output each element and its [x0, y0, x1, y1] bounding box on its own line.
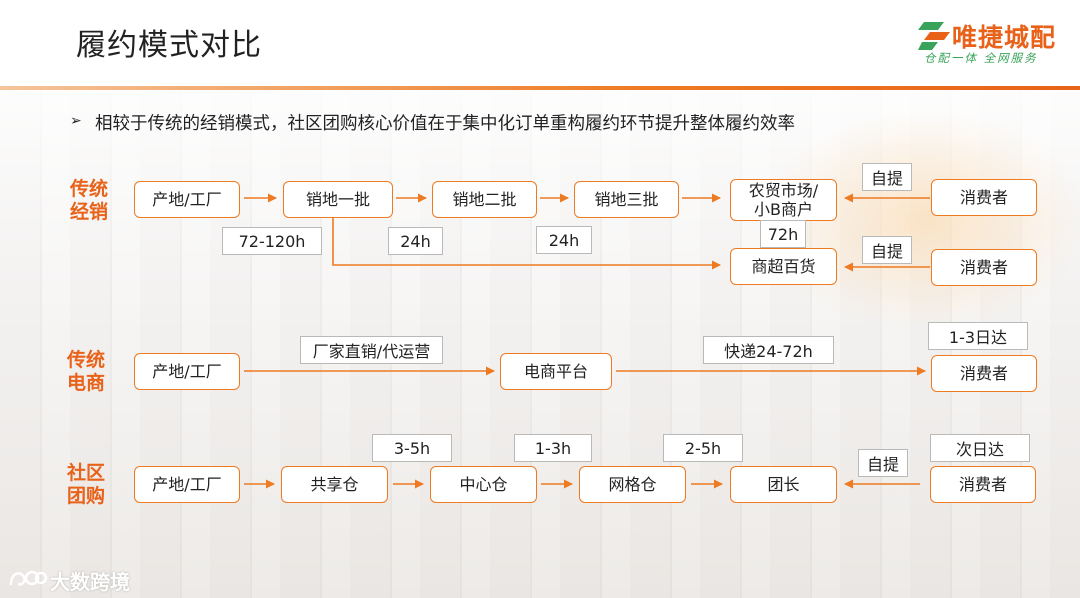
watermark-text: 大数跨境	[50, 570, 130, 594]
logo-mark-icon	[918, 22, 950, 50]
tag-delivery-time: 次日达	[930, 434, 1030, 462]
node-farmers-market: 农贸市场/ 小B商户	[730, 179, 837, 221]
watermark-logo-icon	[9, 570, 48, 586]
tag-delivery-time: 1-3日达	[928, 322, 1028, 350]
node-supermarket: 商超百货	[730, 248, 837, 285]
tag-duration: 24h	[536, 226, 592, 254]
header-bar: 履约模式对比 唯捷城配 仓配一体 全网服务	[0, 0, 1080, 86]
bullet-text: 相较于传统的经销模式，社区团购核心价值在于集中化订单重构履约环节提升整体履约效率	[95, 114, 795, 134]
tag-duration: 2-5h	[663, 434, 743, 462]
bullet-arrow-icon: ➢	[70, 113, 82, 129]
header-accent-line	[0, 86, 1080, 90]
tag-duration: 快递24-72h	[703, 336, 834, 364]
node-first-wholesaler: 销地一批	[283, 181, 393, 218]
node-group-leader: 团长	[730, 466, 837, 503]
node-consumer: 消费者	[930, 466, 1036, 503]
row-label-community-group-buying: 社区 团购	[66, 462, 105, 507]
tag-duration: 24h	[388, 227, 443, 255]
tag-duration: 72-120h	[222, 227, 322, 255]
logo-slogan: 仓配一体 全网服务	[924, 51, 1038, 65]
node-shared-warehouse: 共享仓	[281, 466, 388, 503]
node-second-wholesaler: 销地二批	[432, 181, 537, 218]
brand-logo: 唯捷城配 仓配一体 全网服务	[918, 18, 1068, 68]
tag-duration: 3-5h	[372, 434, 452, 462]
node-factory: 产地/工厂	[134, 466, 240, 503]
node-consumer: 消费者	[931, 249, 1037, 286]
tag-duration: 72h	[760, 220, 806, 248]
page-title: 履约模式对比	[76, 28, 262, 63]
node-factory: 产地/工厂	[134, 353, 240, 390]
tag-self-pickup: 自提	[862, 163, 912, 191]
node-consumer: 消费者	[931, 355, 1037, 392]
tag-self-pickup: 自提	[858, 449, 908, 477]
node-grid-warehouse: 网格仓	[579, 466, 686, 503]
tag-self-pickup: 自提	[862, 236, 912, 264]
node-central-warehouse: 中心仓	[430, 466, 537, 503]
row-label-traditional-ecommerce: 传统 电商	[66, 349, 105, 394]
tag-duration: 1-3h	[514, 434, 592, 462]
arrow-first-to-supermarket	[332, 217, 721, 270]
node-ecommerce-platform: 电商平台	[500, 353, 612, 390]
node-factory: 产地/工厂	[134, 181, 240, 218]
node-consumer: 消费者	[931, 179, 1037, 216]
row-label-traditional-distribution: 传统 经销	[69, 178, 108, 223]
tag-channel: 厂家直销/代运营	[300, 336, 443, 364]
logo-name: 唯捷城配	[952, 23, 1057, 52]
node-third-wholesaler: 销地三批	[574, 181, 679, 218]
